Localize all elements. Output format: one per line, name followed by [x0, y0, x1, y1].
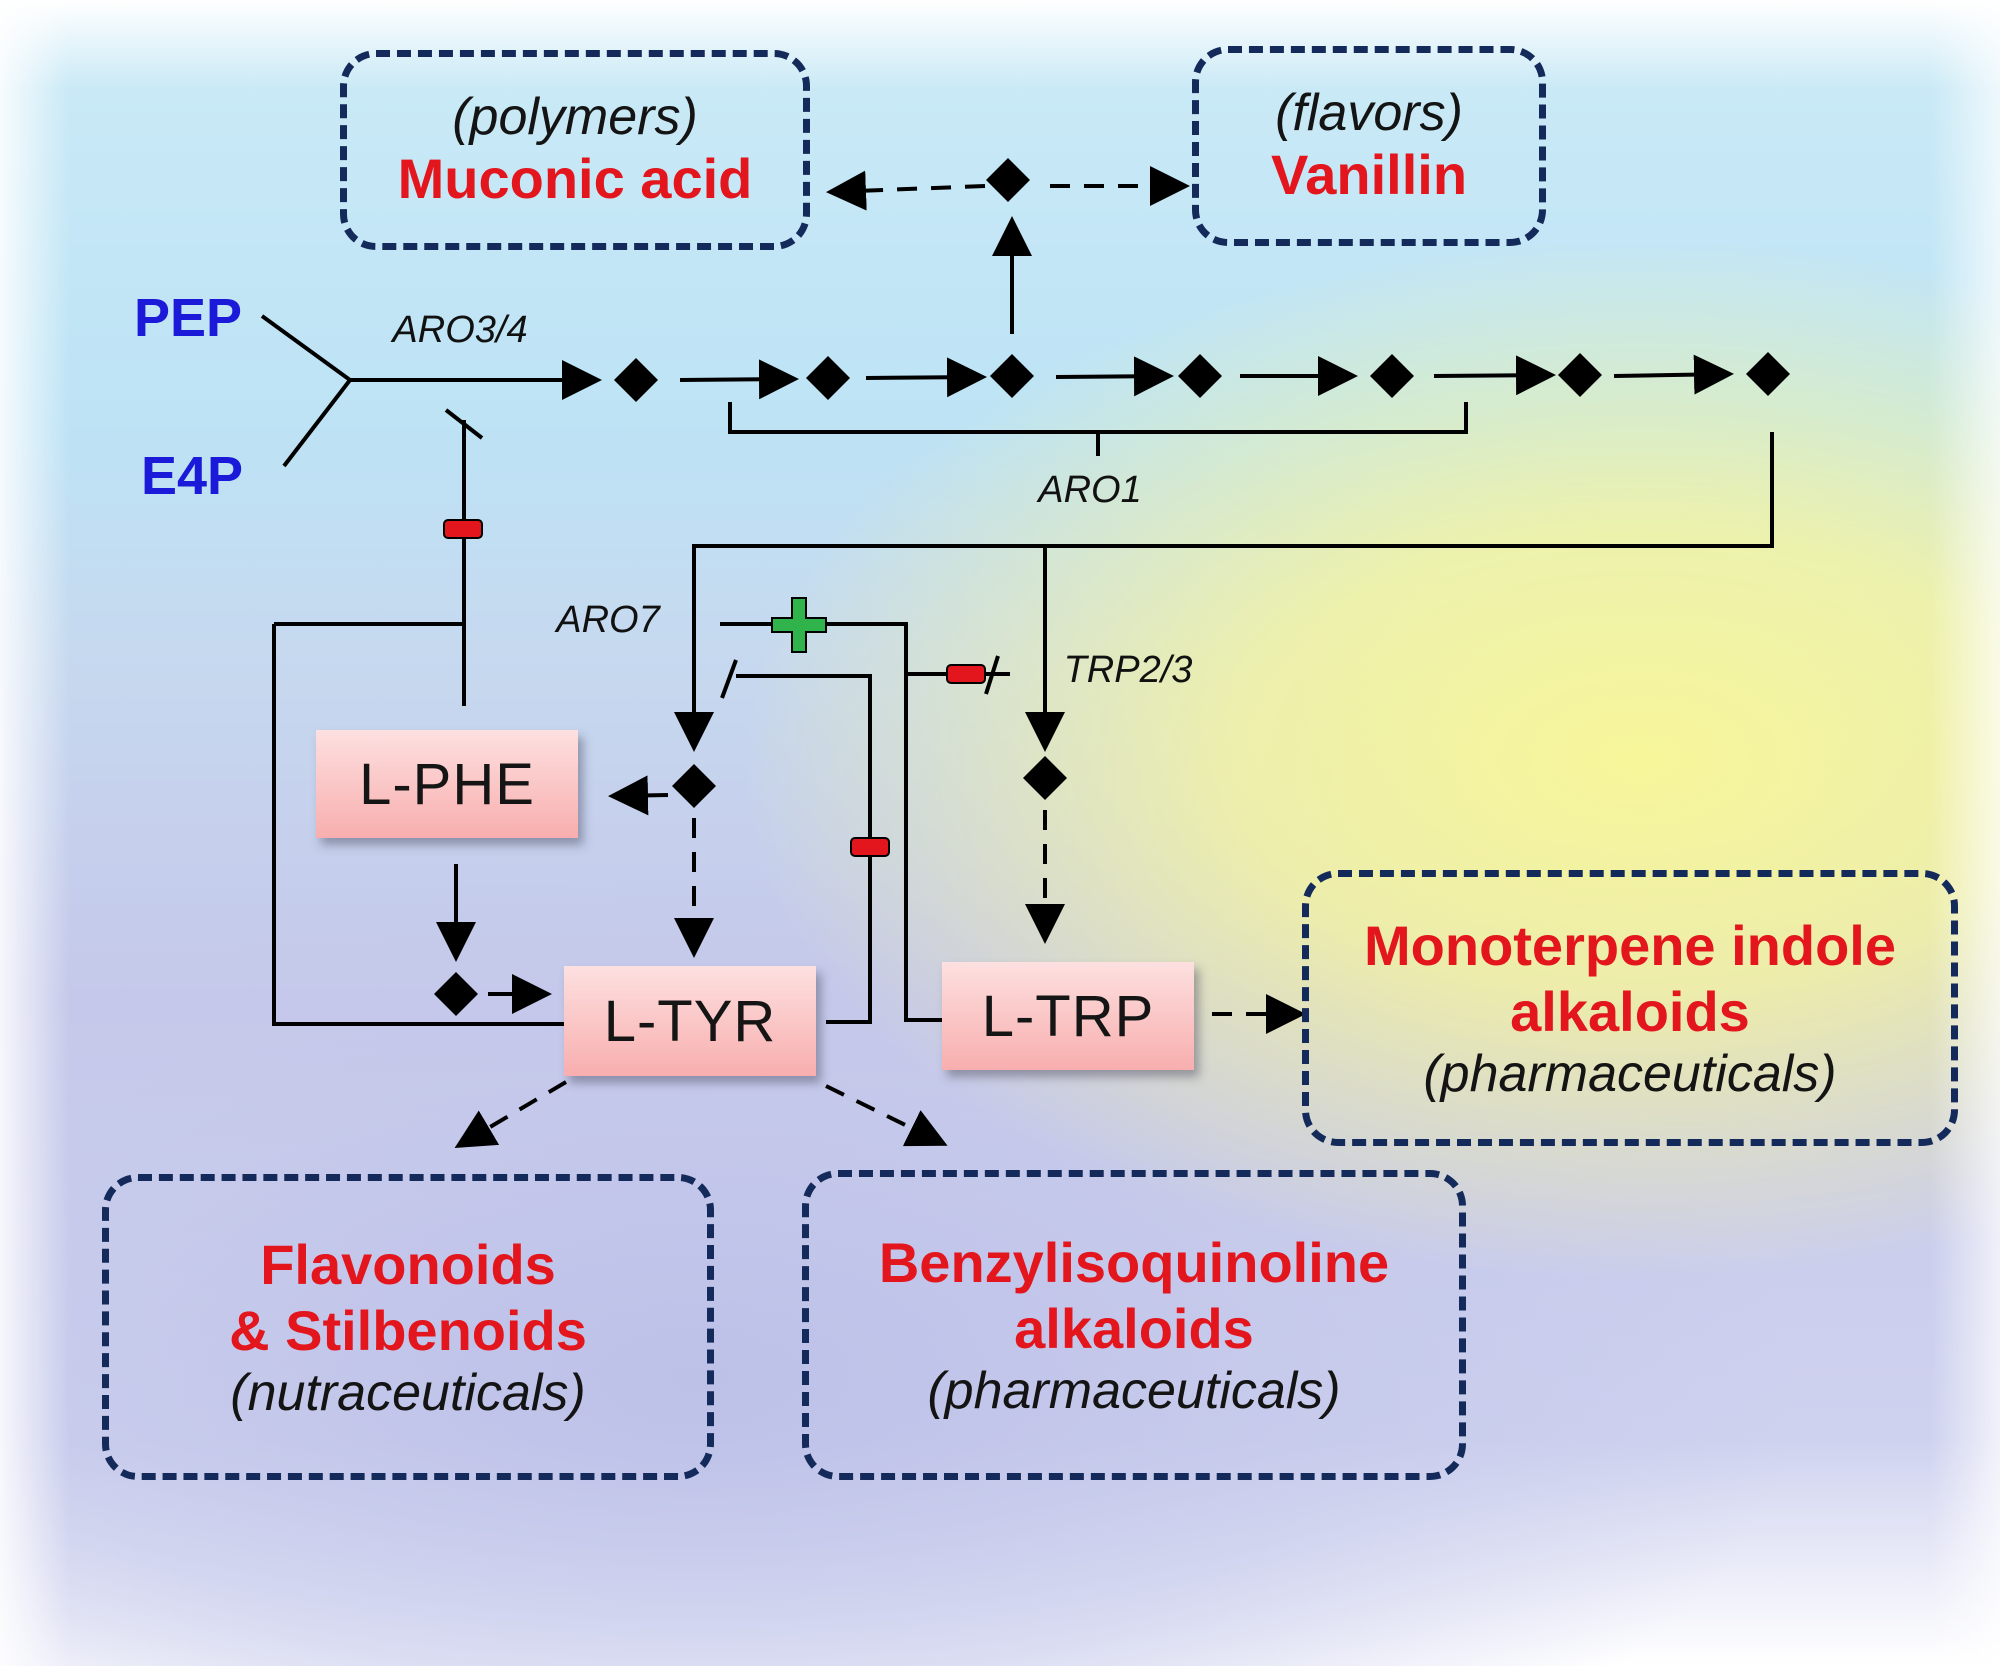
intermediate-node [1178, 354, 1222, 398]
amino-acid-tyr: L-TYR [564, 966, 816, 1076]
substrate-e4p: E4P [140, 446, 244, 506]
product-name-line1: Benzylisoquinoline [878, 1230, 1390, 1294]
to-bia-arrow [825, 1084, 948, 1147]
product-name-line2: alkaloids [1510, 979, 1750, 1043]
pep-line [260, 314, 352, 382]
product-name: Muconic acid [397, 147, 753, 211]
category-label: (nutraceuticals) [230, 1363, 586, 1422]
category-label: (polymers) [452, 87, 698, 146]
tyr-feedback-loop [272, 624, 566, 1026]
intermediate-node-branch [986, 158, 1030, 202]
intermediate-node-dhs [990, 354, 1034, 398]
product-box-vanillin: (flavors) Vanillin [1192, 46, 1546, 246]
category-label: (pharmaceuticals) [1423, 1044, 1837, 1103]
chain-arrow-5 [1433, 355, 1556, 396]
inhibition-symbol [850, 837, 890, 857]
trp-activation-line [720, 622, 944, 1022]
chain-arrow-2 [865, 357, 987, 398]
chain-arrow-1 [679, 359, 799, 400]
e4p-line [282, 378, 352, 468]
product-name: Vanillin [1270, 143, 1468, 207]
pathway-lines [260, 216, 1734, 468]
aro1-bracket [728, 402, 1468, 456]
chain-arrow-6 [1613, 354, 1734, 395]
intermediate-node-prephenate [672, 764, 716, 808]
inhibition-symbol [946, 664, 986, 684]
intermediate-node [1370, 354, 1414, 398]
to-phe-arrow [608, 775, 669, 816]
intermediate-node [1558, 353, 1602, 397]
intermediates [434, 158, 1790, 1016]
inhibition-symbol [443, 519, 483, 539]
product-box-benzylisoquinoline-alkaloids: Benzylisoquinoline alkaloids (pharmaceut… [802, 1170, 1466, 1480]
regulation-symbols [443, 519, 986, 857]
product-box-monoterpene-indole-alkaloids: Monoterpene indole alkaloids (pharmaceut… [1302, 870, 1958, 1146]
product-box-flavonoids-stilbenoids: Flavonoids & Stilbenoids (nutraceuticals… [102, 1174, 714, 1480]
to-muconic-arrow [826, 170, 986, 211]
intermediate-node [806, 356, 850, 400]
intermediate-node-chorismate [1746, 352, 1790, 396]
to-flavonoids-arrow [454, 1080, 568, 1149]
aro34-inhibition-bar [444, 408, 484, 440]
product-name-line1: Flavonoids [260, 1232, 556, 1296]
dashed-arrows-bottom [454, 775, 1306, 1149]
enzyme-aro7: ARO7 [556, 599, 660, 641]
substrate-pep: PEP [133, 288, 243, 348]
trp23-inhibition-bar [984, 655, 1000, 695]
intermediate-node-phe-derived [434, 972, 478, 1016]
product-name-line1: Monoterpene indole [1364, 913, 1896, 977]
enzyme-aro34: ARO3/4 [392, 309, 528, 351]
enzyme-trp23: TRP2/3 [1063, 649, 1193, 691]
enzyme-aro1: ARO1 [1038, 469, 1142, 511]
category-label: (pharmaceuticals) [927, 1361, 1341, 1420]
intermediate-node-anthranilate [1023, 756, 1067, 800]
chain-arrow-3 [1055, 356, 1174, 397]
product-name-line2: alkaloids [1014, 1296, 1254, 1360]
activation-symbol [771, 597, 827, 653]
dashed-arrows-top [826, 166, 1190, 211]
amino-acid-trp: L-TRP [942, 962, 1194, 1070]
product-name-line2: & Stilbenoids [229, 1298, 587, 1362]
intermediate-node-dahp [614, 358, 658, 402]
product-box-muconic-acid: (polymers) Muconic acid [340, 50, 810, 250]
category-label: (flavors) [1275, 83, 1463, 142]
amino-acid-phe: L-PHE [316, 730, 578, 838]
aro7-inhibition-bar [720, 659, 738, 699]
to-prephenate-arrow [674, 432, 1774, 752]
